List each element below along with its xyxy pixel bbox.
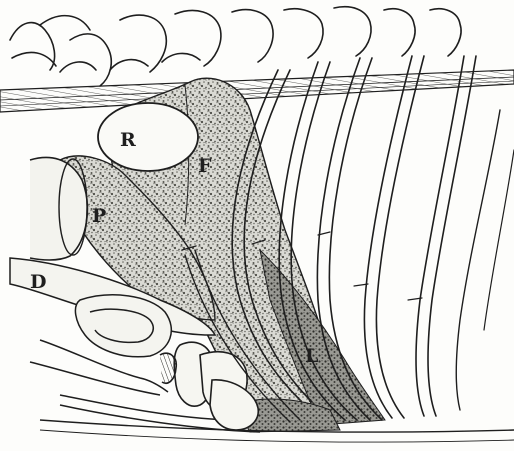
r-oval bbox=[98, 103, 198, 171]
label-f: F bbox=[198, 155, 212, 177]
label-r: R bbox=[120, 129, 136, 151]
dorsal-band bbox=[0, 70, 514, 112]
label-p: P bbox=[92, 205, 106, 227]
label-d: D bbox=[30, 271, 46, 293]
label-l: L bbox=[305, 345, 318, 367]
